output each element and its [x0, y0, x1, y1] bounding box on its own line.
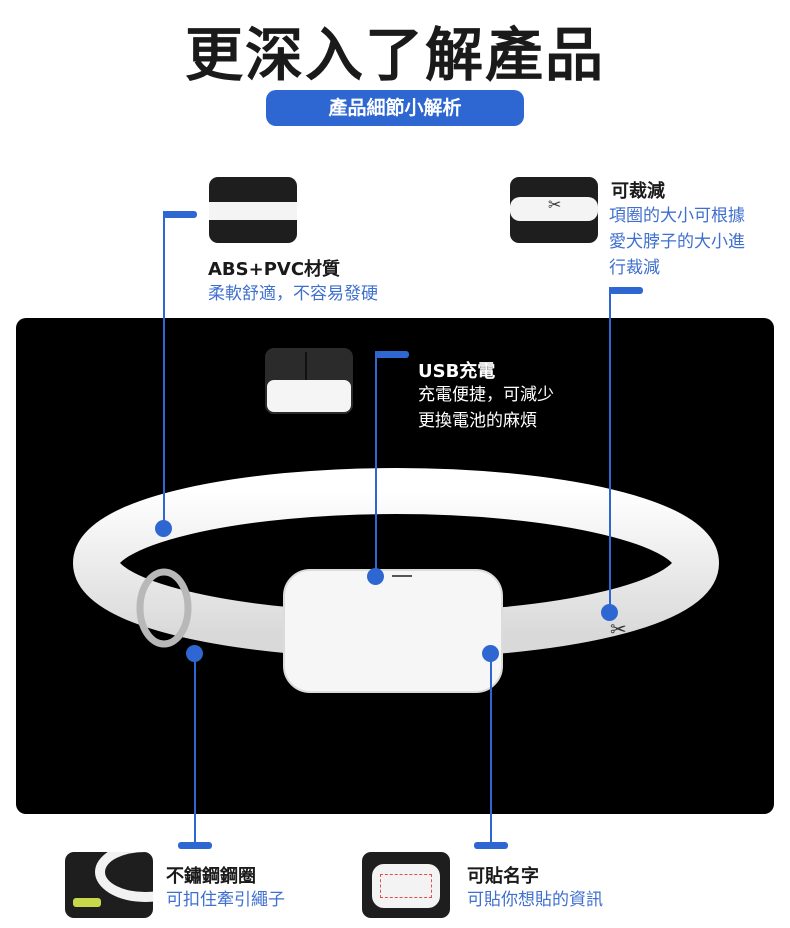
- usb-callout-bar: [375, 351, 409, 358]
- usb-callout-line: [375, 351, 377, 576]
- material-thumbnail: [209, 177, 297, 243]
- feature-abs-title: ABS+PVC材質: [208, 259, 341, 280]
- abs-callout-dot: [155, 520, 172, 537]
- feature-cut-desc-line-1: 項圈的大小可根據: [609, 206, 745, 226]
- feature-cut-desc-line-2: 愛犬脖子的大小進: [609, 232, 745, 252]
- feature-abs-desc: 柔軟舒適，不容易發硬: [208, 284, 378, 304]
- feature-cut-desc-line-3: 行裁減: [609, 258, 660, 278]
- cut-callout-line: [609, 287, 611, 612]
- name-thumbnail: [362, 852, 450, 918]
- cut-callout-bar: [609, 287, 643, 294]
- feature-cut-title: 可裁減: [611, 181, 665, 202]
- ring-thumbnail: [65, 852, 153, 918]
- usb-thumbnail: [265, 348, 353, 414]
- name-callout-bar: [474, 842, 508, 849]
- feature-ring-title: 不鏽鋼鋼圈: [166, 866, 256, 887]
- feature-usb-title: USB充電: [418, 361, 496, 382]
- section-subtitle-badge: 產品細節小解析: [266, 90, 524, 126]
- name-area-outline: [380, 874, 432, 898]
- product-hero-panel: ✂: [16, 318, 774, 814]
- scissors-icon: ✂: [548, 195, 562, 214]
- feature-name-desc: 可貼你想貼的資訊: [467, 890, 603, 910]
- cut-callout-dot: [601, 604, 618, 621]
- collar-illustration: ✂: [73, 468, 719, 693]
- name-callout-line: [490, 653, 492, 845]
- cut-thumbnail: ✂: [510, 177, 598, 243]
- page-title: 更深入了解產品: [184, 21, 605, 89]
- feature-name-title: 可貼名字: [467, 866, 539, 887]
- feature-usb-desc-line-2: 更換電池的麻煩: [418, 411, 537, 431]
- feature-ring-desc: 可扣住牽引繩子: [166, 890, 285, 910]
- feature-usb-desc-line-1: 充電便捷，可減少: [418, 385, 554, 405]
- usb-callout-dot: [367, 568, 384, 585]
- abs-callout-bar: [163, 211, 197, 218]
- ring-callout-bar: [178, 842, 212, 849]
- abs-callout-line: [163, 211, 165, 529]
- svg-text:✂: ✂: [610, 617, 627, 641]
- ring-callout-line: [194, 653, 196, 845]
